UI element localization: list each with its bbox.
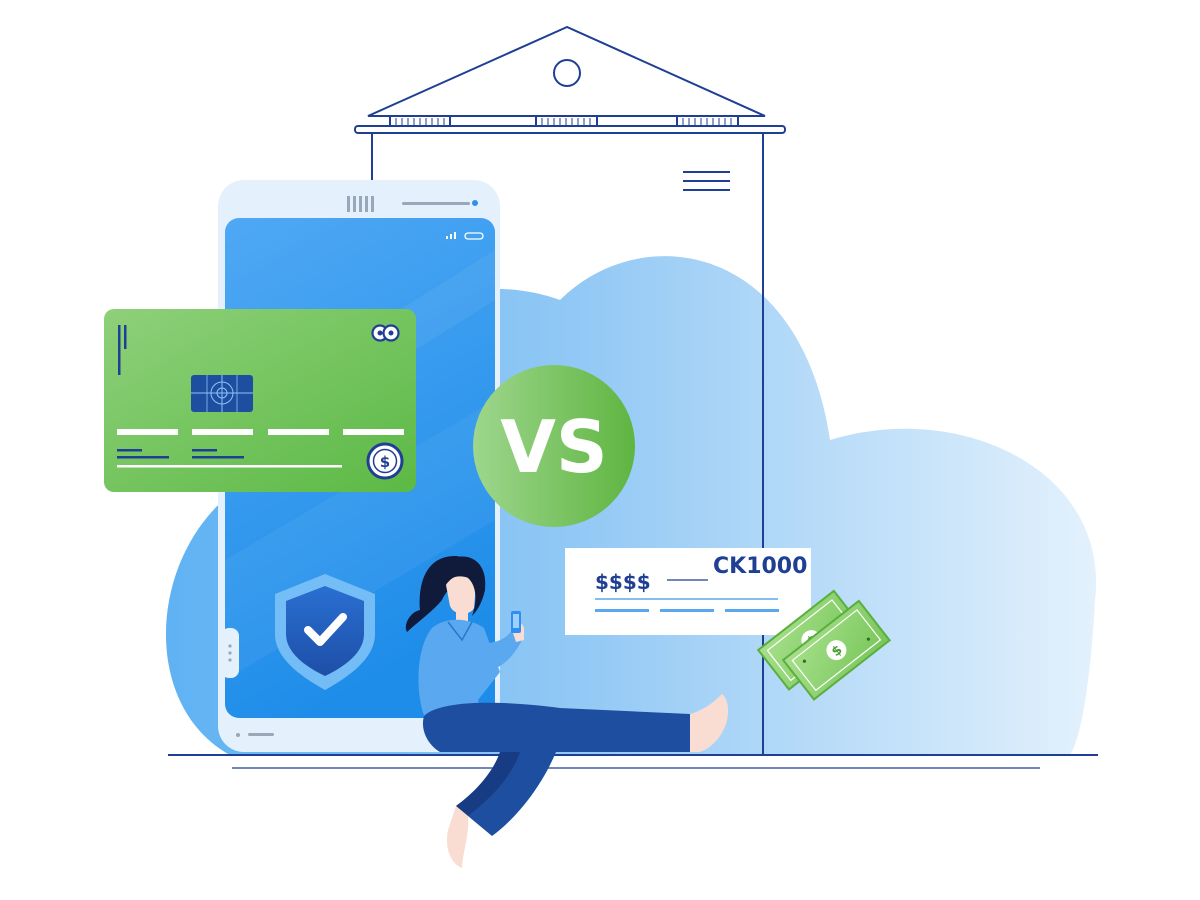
vs-label: VS: [500, 405, 608, 489]
svg-text:$: $: [380, 453, 390, 471]
check-amount: $$$$: [595, 570, 651, 594]
bank-frieze-ticks: [395, 118, 732, 125]
woman-figure: [405, 556, 729, 868]
card-chip-icon: [191, 375, 253, 412]
card-logo: [371, 324, 400, 342]
battery-icon: [464, 232, 484, 240]
shield-check-icon: [275, 574, 375, 690]
vs-badge: VS: [473, 365, 635, 527]
card-number: [117, 429, 404, 435]
paper-check: $$$$ CK1000: [565, 548, 811, 635]
phone-camera: [472, 200, 478, 206]
phone-home-bar: [248, 733, 274, 736]
bank-building-icon: [354, 25, 786, 755]
phone-earpiece: [402, 202, 470, 205]
banknote-icon: $ $: [756, 589, 892, 701]
dollar-coin-icon: $: [366, 442, 404, 480]
phone-speaker-grill: [347, 196, 374, 212]
credit-card-icon: $: [104, 309, 416, 492]
card-details: [117, 449, 244, 459]
signal-icon: [446, 232, 456, 239]
check-code: CK1000: [713, 554, 807, 579]
